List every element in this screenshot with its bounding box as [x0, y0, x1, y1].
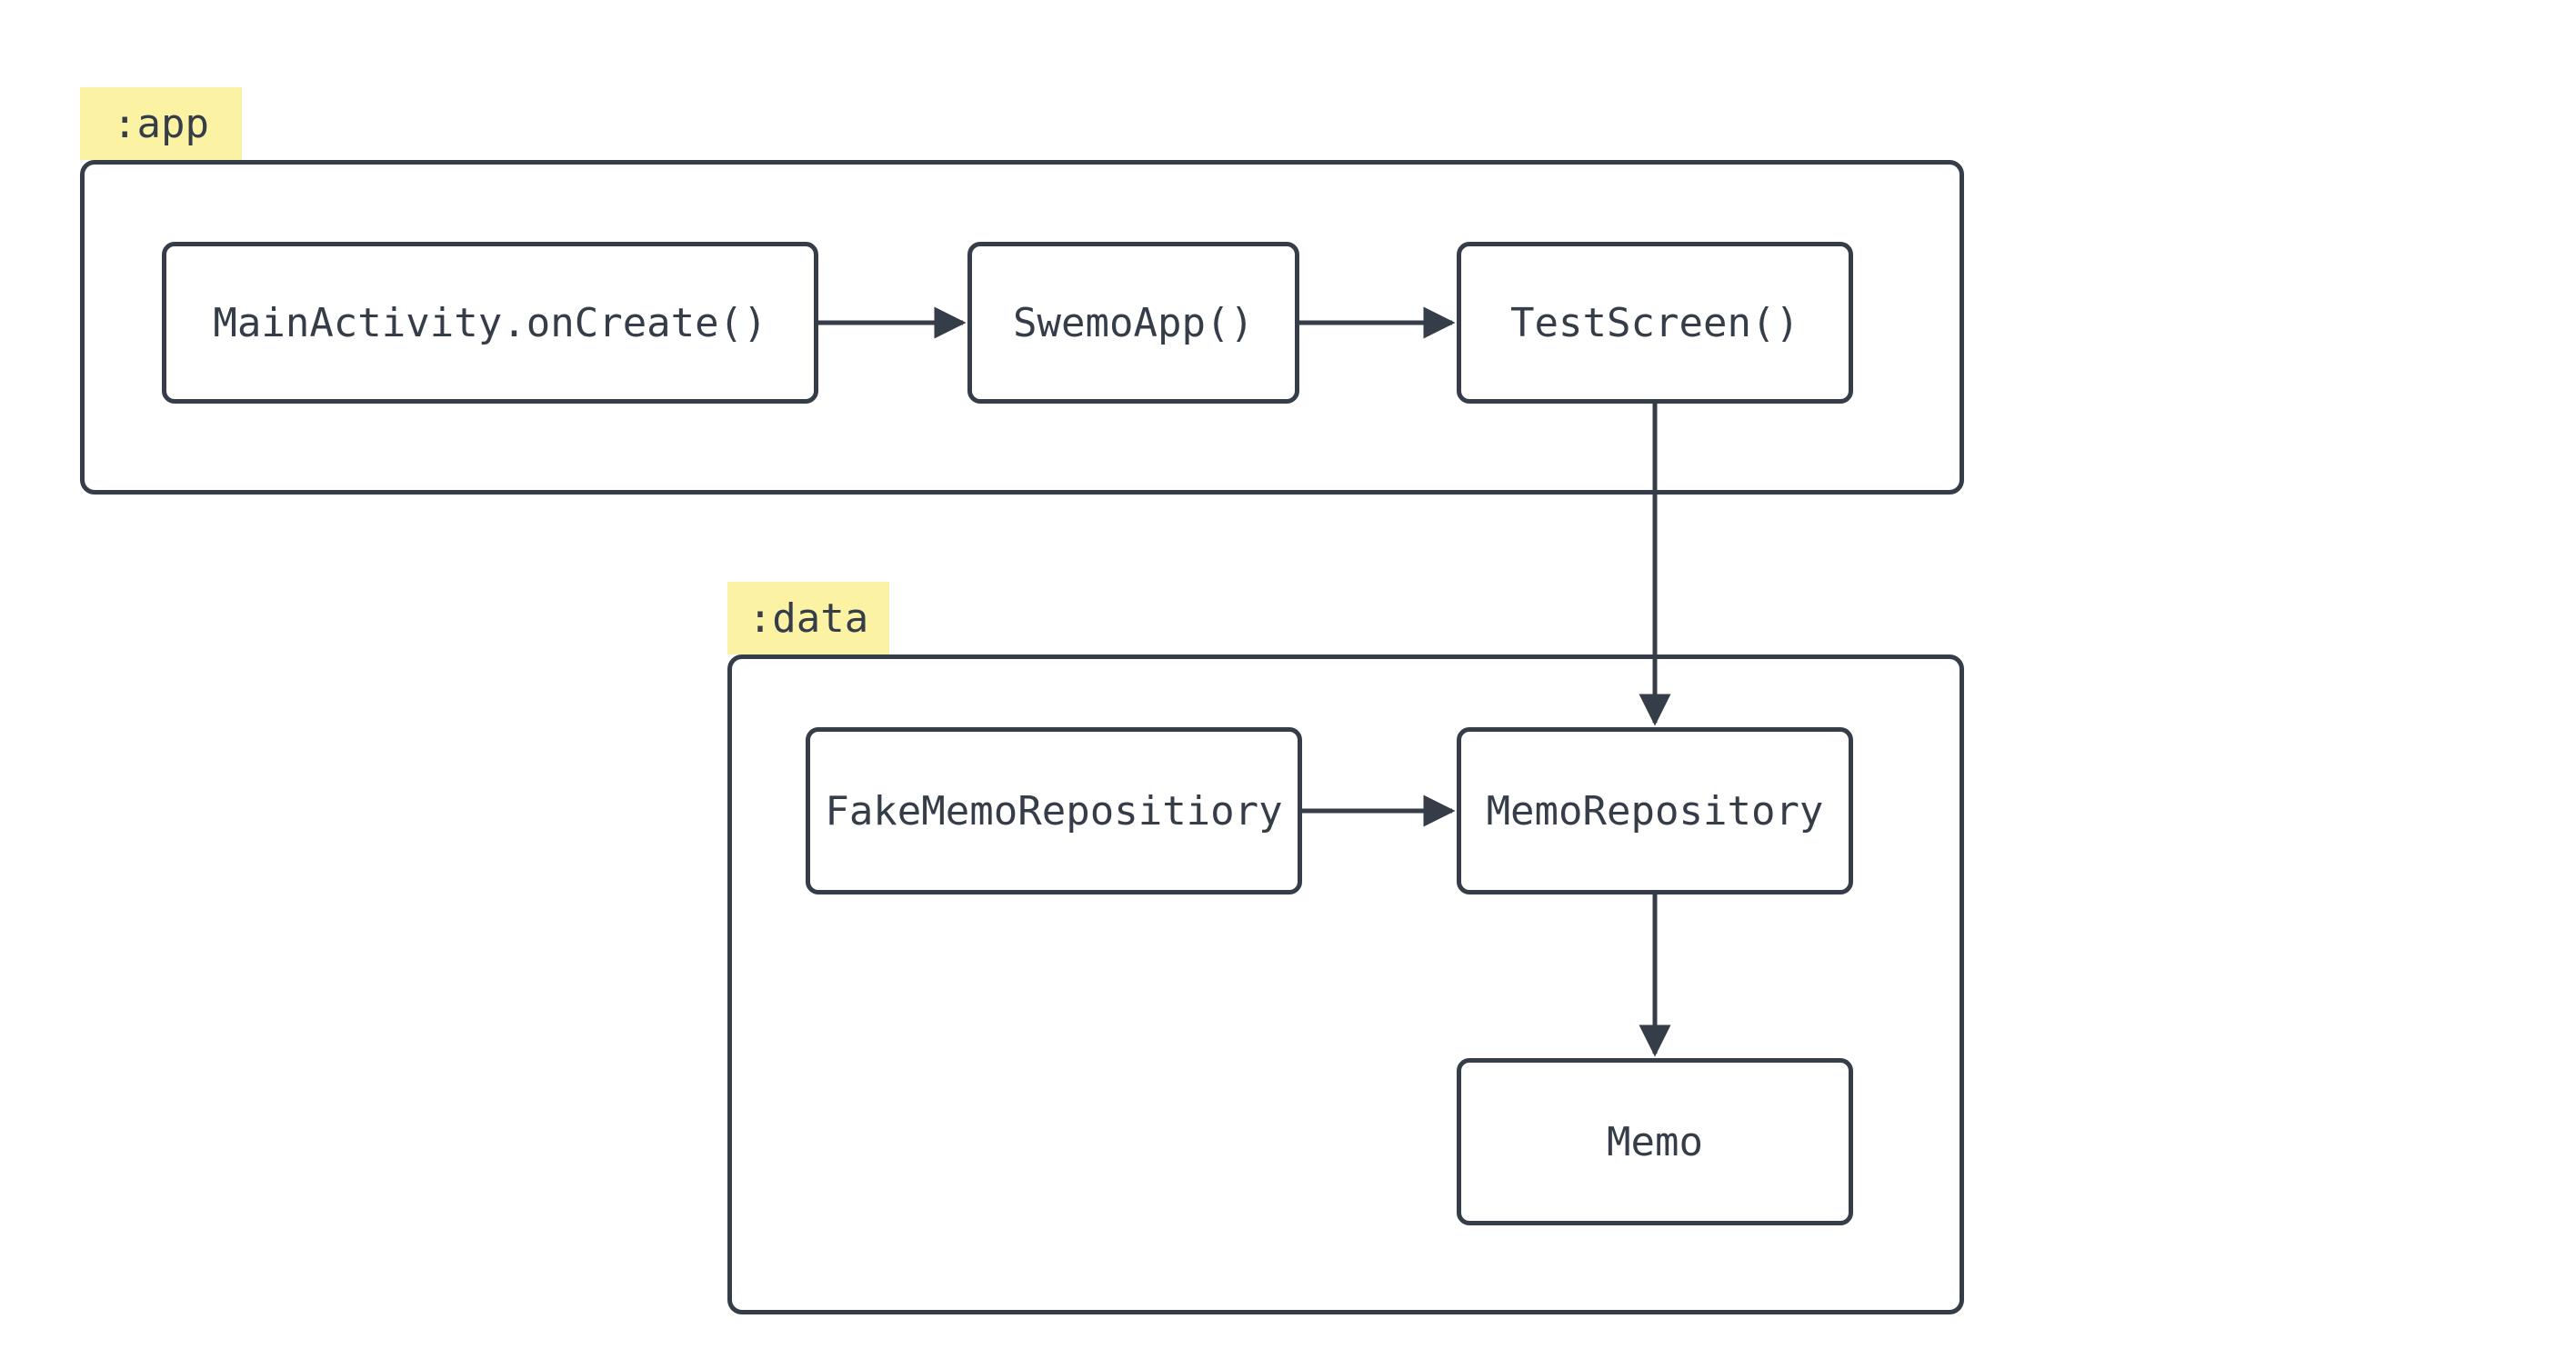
node-mainactivity-oncreate: MainActivity.onCreate()	[162, 242, 818, 404]
group-app-label: :app	[80, 87, 242, 160]
node-swemoapp: SwemoApp()	[967, 242, 1299, 404]
node-memorepository: MemoRepository	[1457, 727, 1853, 894]
group-data-label: :data	[727, 582, 889, 655]
node-memo: Memo	[1457, 1058, 1853, 1225]
node-fakememorepositiory: FakeMemoRepositiory	[806, 727, 1302, 894]
node-testscreen: TestScreen()	[1457, 242, 1853, 404]
group-data	[727, 655, 1964, 1314]
group-app	[80, 160, 1964, 495]
